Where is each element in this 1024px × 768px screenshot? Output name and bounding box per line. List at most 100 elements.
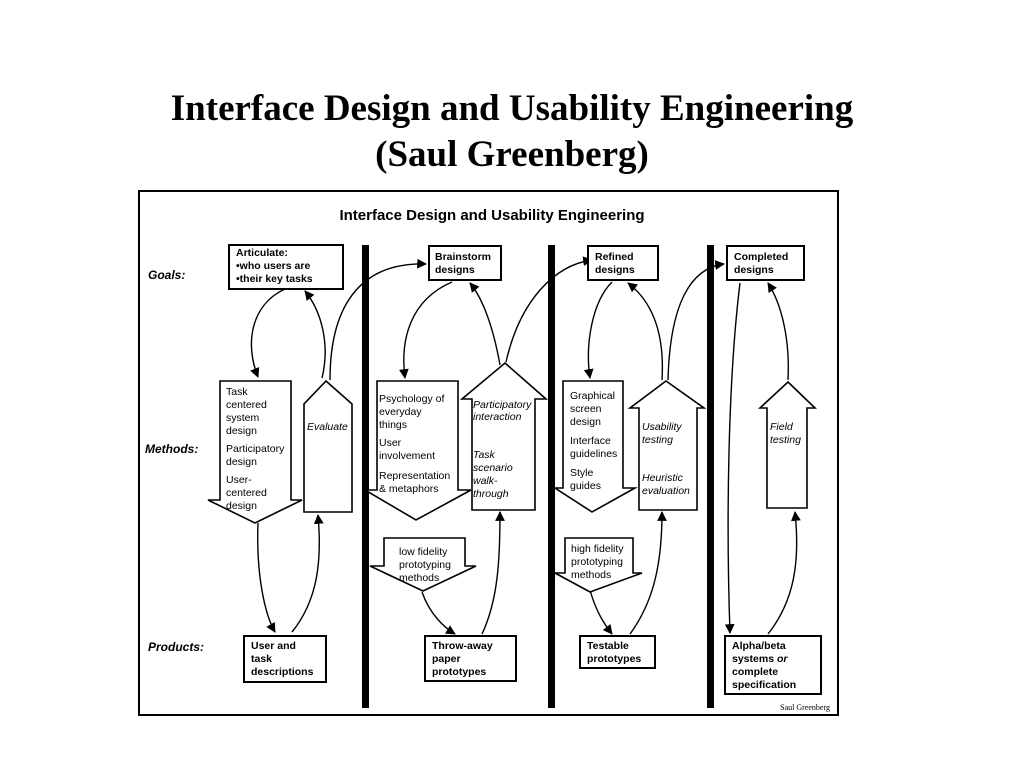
method-usability-line-3: Heuristic [642, 472, 684, 484]
method-low-fidelity-line-1: low fidelity [399, 546, 448, 558]
method-task-centered-line-3: system [226, 412, 260, 424]
method-participatory-interaction-line-5: walk- [473, 475, 498, 487]
method-participatory-interaction-line-1: Participatory [473, 399, 532, 411]
row-label-products: Products: [148, 640, 204, 654]
method-psychology-line-5: involvement [379, 450, 435, 462]
method-graphical-line-6: Style [570, 467, 594, 479]
method-graphical-line-7: guides [570, 480, 601, 492]
goal-articulate-line-1: Articulate: [236, 247, 288, 259]
product-testable-line-2: prototypes [587, 653, 641, 665]
goal-refined-line-1: Refined [595, 251, 634, 263]
product-alpha-line-2: systems or [732, 653, 788, 665]
method-usability-arrow [627, 380, 707, 511]
arrow-lofi-to-throwaway [421, 591, 456, 635]
method-low-fidelity-line-2: prototyping [399, 559, 451, 571]
method-psychology-line-7: & metaphors [379, 483, 439, 495]
product-throwaway-box [424, 635, 517, 682]
arrow-brainstorm-to-methods [398, 281, 453, 379]
arrow-field-to-completed [767, 282, 790, 381]
arrow-throwaway-to-participatory [481, 511, 505, 635]
method-graphical-line-2: screen [570, 403, 602, 415]
method-participatory-interaction-line-3: Task [473, 449, 496, 461]
method-graphical-line-1: Graphical [570, 390, 615, 402]
phase-divider-2 [548, 245, 555, 708]
method-high-fidelity-line-2: prototyping [571, 556, 623, 568]
method-high-fidelity-line-1: high fidelity [571, 543, 624, 555]
method-usability-line-4: evaluation [642, 485, 690, 497]
method-participatory-interaction-line-2: interaction [473, 411, 522, 423]
phase-divider-3 [707, 245, 714, 708]
goal-completed-line-1: Completed [734, 251, 788, 263]
method-task-centered-line-7: User- [226, 474, 252, 486]
method-graphical-arrow [552, 380, 639, 513]
method-low-fidelity-line-3: methods [399, 572, 439, 584]
product-alpha-beta-box [724, 635, 822, 695]
row-label-goals: Goals: [148, 268, 185, 282]
phase-divider-1 [362, 245, 369, 708]
method-graphical-line-3: design [570, 416, 601, 428]
arrow-usability-to-refined [627, 282, 664, 381]
method-evaluate-arrow [303, 379, 353, 513]
arrow-methods-to-user-task [257, 522, 276, 633]
method-psychology-line-4: User [379, 437, 402, 449]
arrow-hifi-to-testable [589, 589, 613, 635]
arrow-alpha-to-field [767, 511, 801, 635]
goal-articulate-line-2: •who users are [236, 260, 310, 272]
goal-articulate-box [228, 244, 344, 290]
method-psychology-line-3: things [379, 419, 407, 431]
goal-articulate-line-3: •their key tasks [236, 273, 313, 285]
product-user-task-line-2: task [251, 653, 272, 665]
arrow-refined-to-methods [583, 281, 613, 379]
method-evaluate-label: Evaluate [307, 421, 348, 433]
method-graphical-line-5: guidelines [570, 448, 617, 460]
method-psychology-line-6: Representation [379, 470, 450, 482]
goal-brainstorm-box [428, 245, 502, 281]
arrow-testable-to-usability [629, 511, 667, 635]
slide-title-line-1: Interface Design and Usability Engineeri… [170, 88, 854, 129]
method-participatory-interaction-line-6: through [473, 488, 509, 500]
arrow-completed-to-alpha [724, 282, 741, 634]
method-field-testing-line-2: testing [770, 434, 801, 446]
goal-completed-line-2: designs [734, 264, 774, 276]
arrow-evaluate-to-articulate [304, 290, 326, 379]
arrow-participatory-to-refined [505, 256, 593, 363]
method-psychology-arrow [362, 380, 472, 521]
product-alpha-line-1: Alpha/beta [732, 640, 786, 652]
product-user-task-box [243, 635, 327, 683]
goal-brainstorm-line-2: designs [435, 264, 475, 276]
method-task-centered-line-4: design [226, 425, 257, 437]
product-testable-line-1: Testable [587, 640, 629, 652]
product-throwaway-line-1: Throw-away [432, 640, 493, 652]
flow-arrows [250, 256, 801, 635]
product-alpha-line-3: complete [732, 666, 778, 678]
method-low-fidelity-arrow [369, 537, 477, 592]
method-participatory-interaction-line-4: scenario [473, 462, 513, 474]
goal-refined-box [587, 245, 659, 281]
row-label-methods: Methods: [145, 442, 198, 456]
diagram-credit: Saul Greenberg [780, 703, 830, 712]
slide-title-line-2: (Saul Greenberg) [375, 134, 649, 175]
method-usability-line-2: testing [642, 434, 673, 446]
product-throwaway-line-2: paper [432, 653, 461, 665]
method-usability-line-1: Usability [642, 421, 682, 433]
arrow-articulate-to-methods [250, 288, 286, 378]
method-task-centered-line-6: design [226, 456, 257, 468]
product-user-task-line-1: User and [251, 640, 296, 652]
arrow-evaluate-to-brainstorm [329, 258, 427, 381]
method-task-centered-line-8: centered [226, 487, 267, 499]
product-throwaway-line-3: prototypes [432, 666, 486, 678]
method-task-centered-line-9: design [226, 500, 257, 512]
arrow-participatory-to-brainstorm [469, 282, 501, 366]
method-graphical-line-4: Interface [570, 435, 611, 447]
product-alpha-systems: systems [732, 653, 774, 665]
method-high-fidelity-line-3: methods [571, 569, 611, 581]
goal-completed-box [726, 245, 805, 281]
product-alpha-line-4: specification [732, 679, 796, 691]
slide-title: Interface Design and Usability Engineeri… [0, 86, 1024, 178]
product-alpha-or: or [777, 653, 788, 665]
method-psychology-line-1: Psychology of [379, 393, 444, 405]
method-field-testing-arrow [757, 380, 817, 509]
method-task-centered-line-2: centered [226, 399, 267, 411]
method-field-testing-line-1: Field [770, 421, 794, 433]
